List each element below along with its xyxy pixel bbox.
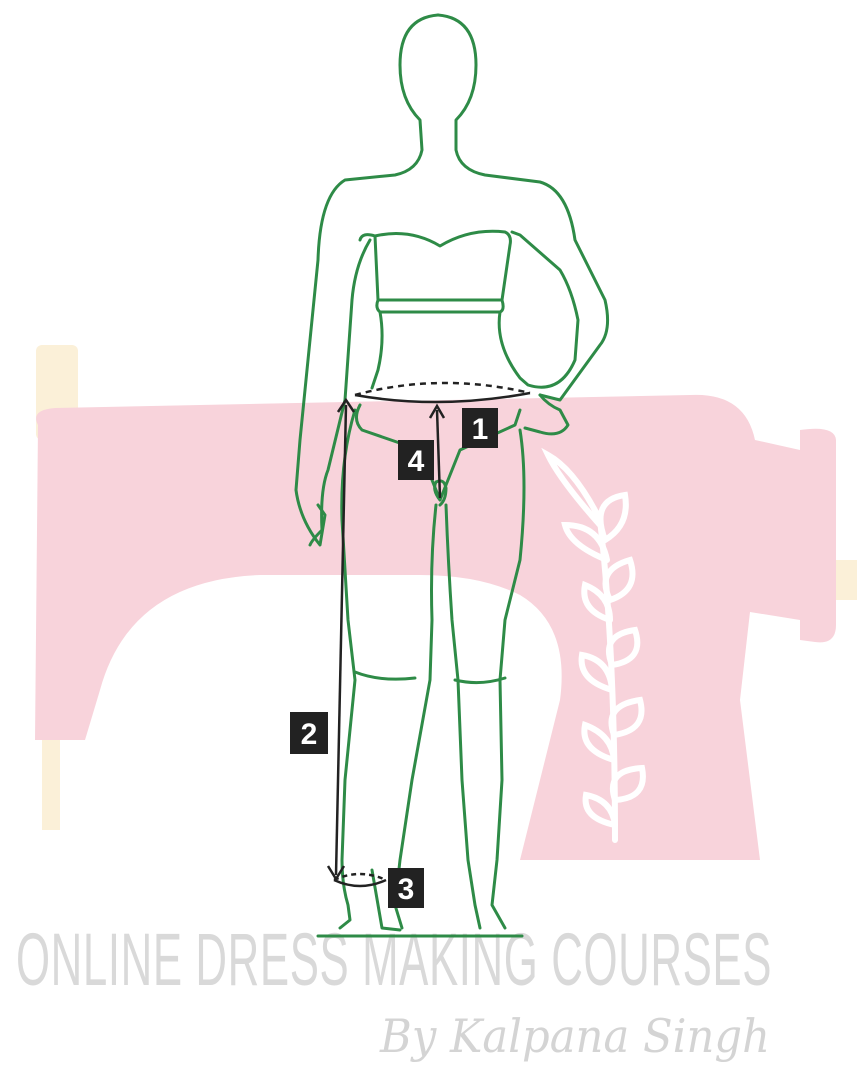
marker-4: 4	[398, 440, 434, 480]
bust-left	[375, 236, 378, 300]
head-right	[438, 15, 608, 400]
marker-2-label: 2	[301, 718, 318, 751]
left-knee	[355, 672, 415, 679]
machine-body	[35, 395, 836, 860]
sewing-machine-watermark	[35, 345, 857, 860]
marker-3-label: 3	[398, 873, 415, 906]
marker-3: 3	[388, 868, 424, 908]
bust	[360, 231, 510, 300]
marker-1-label: 1	[472, 413, 489, 446]
torso-right	[499, 232, 578, 387]
underbust	[377, 300, 503, 312]
right-knee	[455, 678, 505, 683]
hip-circumference-back	[355, 383, 530, 395]
marker-1: 1	[462, 408, 498, 448]
marker-4-label: 4	[408, 445, 425, 478]
torso-left	[372, 312, 382, 388]
marker-2: 2	[290, 712, 328, 754]
watermark-subtitle: By Kalpana Singh	[379, 1009, 770, 1063]
